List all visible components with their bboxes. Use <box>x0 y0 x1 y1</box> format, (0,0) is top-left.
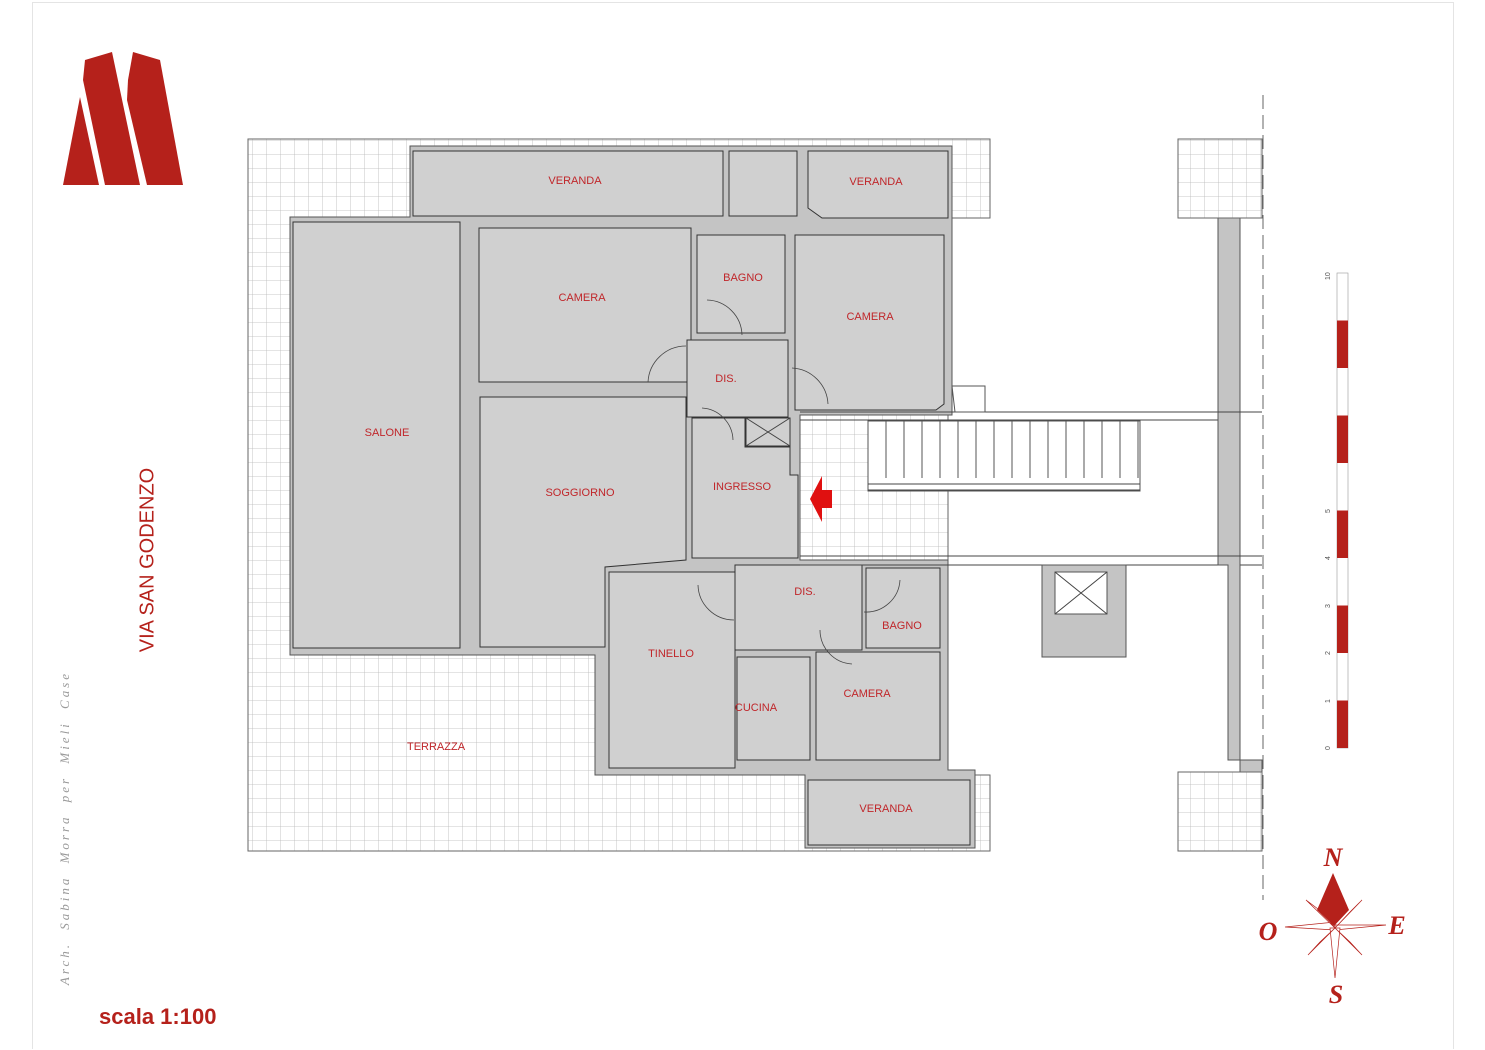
room-label: VERANDA <box>859 803 913 815</box>
room-label: SOGGIORNO <box>545 487 615 499</box>
room-bagno-2 <box>865 567 941 649</box>
company-logo <box>63 52 183 185</box>
common-area <box>800 95 1264 900</box>
room-veranda-s <box>807 779 971 846</box>
room-label: INGRESSO <box>713 481 772 493</box>
scale-tick-label: 1 <box>1325 699 1332 703</box>
compass-rose-icon: N S E O <box>1259 843 1406 1009</box>
room-cucina <box>736 656 811 761</box>
room-camera-3 <box>815 651 941 761</box>
architect-credit: Arch. Sabina Morra per Mieli Case <box>57 670 72 986</box>
scale-tick-label: 4 <box>1325 556 1332 560</box>
room-ingresso <box>691 417 799 559</box>
scale-segment <box>1337 510 1348 558</box>
sheet-frame <box>32 2 1454 1049</box>
room-bagno-1 <box>696 234 786 334</box>
room-label: BAGNO <box>882 620 922 632</box>
room-label: CAMERA <box>558 292 606 304</box>
scale-segment <box>1337 415 1348 463</box>
compass-south: S <box>1329 980 1343 1009</box>
scale-tick-label: 10 <box>1325 272 1332 280</box>
room-dis-2 <box>734 564 863 651</box>
room-label: BAGNO <box>723 272 763 284</box>
room-camera-2 <box>794 234 945 411</box>
room-veranda-passage <box>728 150 798 217</box>
room-label: DIS. <box>794 586 815 598</box>
scale-tick-label: 2 <box>1325 651 1332 655</box>
rooms <box>292 150 971 846</box>
entrance-arrow-icon <box>810 476 832 522</box>
room-label: VERANDA <box>548 175 602 187</box>
scale-bar: 0 1 2 3 4 5 10 <box>1325 272 1349 750</box>
room-label: TINELLO <box>648 648 694 660</box>
scale-text: scala 1:100 <box>99 1004 217 1029</box>
room-label: VERANDA <box>849 176 903 188</box>
room-label: DIS. <box>715 373 736 385</box>
room-veranda-nw <box>412 150 724 217</box>
room-label: CAMERA <box>846 311 894 323</box>
scale-tick-label: 5 <box>1325 509 1332 513</box>
door-swings <box>647 299 901 665</box>
room-tinello <box>608 571 736 769</box>
compass-east: E <box>1387 911 1405 940</box>
room-salone <box>292 221 461 649</box>
scale-segment <box>1337 605 1348 653</box>
room-label: TERRAZZA <box>407 741 466 753</box>
room-label: CUCINA <box>735 702 778 714</box>
room-label: SALONE <box>365 427 410 439</box>
room-veranda-ne <box>807 150 949 219</box>
street-label: VIA SAN GODENZO <box>136 467 159 653</box>
room-camera-1 <box>478 227 692 383</box>
compass-west: O <box>1259 917 1278 946</box>
scale-tick-label: 3 <box>1325 604 1332 608</box>
room-dis-1 <box>686 339 789 418</box>
room-soggiorno <box>479 396 687 648</box>
scale-segment <box>1337 320 1348 368</box>
scale-tick-label: 0 <box>1325 746 1332 750</box>
scale-segment <box>1337 700 1348 748</box>
compass-north: N <box>1323 843 1344 872</box>
room-label: CAMERA <box>843 688 891 700</box>
